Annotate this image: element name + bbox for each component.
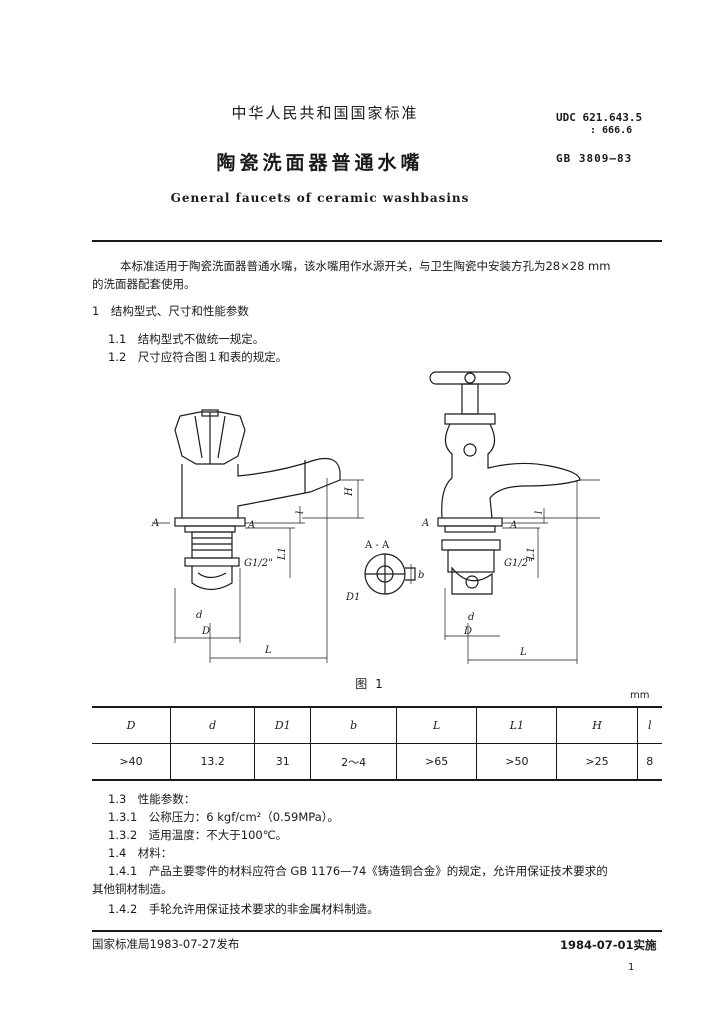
section-marker-a-right: A <box>421 518 429 529</box>
left-handle-outline <box>174 411 246 465</box>
dim-label-big-d-right: D <box>463 626 472 637</box>
table-cell: >50 <box>476 743 558 781</box>
table-header-cell: L1 <box>476 706 558 744</box>
dim-label-length-right: L <box>519 647 527 658</box>
footer-divider <box>92 930 662 932</box>
section-marker-a-left: A <box>151 518 159 529</box>
table-cell: 13.2 <box>169 743 256 781</box>
dim-label-l1-left: L1 <box>277 547 288 561</box>
table-cell: >40 <box>92 743 171 781</box>
clause-1-4-1: 1.4.1 产品主要零件的材料应符合 GB 1176—74《铸造铜合金》的规定，… <box>108 864 608 878</box>
table-header-cell: b <box>310 706 398 744</box>
table-row: >40 13.2 31 2～4 >65 >50 >25 8 <box>92 743 662 781</box>
dim-label-length-left: L <box>264 645 272 656</box>
clause-1-4-1-continued: 其他铜材制造。 <box>92 882 173 896</box>
table-cell: 31 <box>254 743 312 781</box>
clause-1-3-2: 1.3.2 适用温度：不大于100℃。 <box>108 828 288 842</box>
right-handle-outline <box>429 371 511 385</box>
table-header-cell: D <box>92 706 171 744</box>
dim-label-d-left: d <box>196 610 202 621</box>
clause-1-3: 1.3 性能参数： <box>108 792 196 806</box>
clause-1-2: 1.2 尺寸应符合图１和表的规定。 <box>108 350 288 364</box>
dim-label-b: b <box>418 570 424 581</box>
english-title: General faucets of ceramic washbasins <box>170 191 470 205</box>
document-title: 陶瓷洗面器普通水嘴 <box>216 152 424 174</box>
intro-paragraph-line2: 的洗面器配套使用。 <box>92 277 196 291</box>
clause-1-3-1: 1.3.1 公称压力：6 kgf/cm²（0.59MPa）。 <box>108 810 339 824</box>
table-cell: >65 <box>396 743 478 781</box>
table-header-cell: D1 <box>254 706 312 744</box>
udc-code: UDC 621.643.5 <box>556 111 643 124</box>
table-header-cell: L <box>396 706 478 744</box>
table-cell: 2～4 <box>310 743 398 781</box>
dim-label-h-left: H <box>344 487 355 497</box>
gb-standard-number: GB 3809—83 <box>556 152 633 165</box>
clause-1-1: 1.1 结构型式不做统一规定。 <box>108 332 265 346</box>
national-standard-title: 中华人民共和国国家标准 <box>231 104 419 122</box>
dim-label-big-d-left: D <box>201 626 210 637</box>
dim-label-l-left: l <box>295 511 306 514</box>
table-header-cell: l <box>636 706 662 744</box>
clause-1-4-2: 1.4.2 手轮允许用保证技术要求的非金属材料制造。 <box>108 902 379 916</box>
header-divider <box>92 240 662 242</box>
dimensions-table: D d D1 b L L1 H l >40 13.2 31 2～4 >65 >5… <box>92 706 662 781</box>
effective-date: 1984-07-01实施 <box>560 938 657 952</box>
intro-paragraph-line1: 本标准适用于陶瓷洗面器普通水嘴，该水嘴用作水源开关，与卫生陶瓷中安装方孔为28×… <box>120 259 611 273</box>
table-header-cell: d <box>169 706 256 744</box>
figure-caption: 图 1 <box>355 677 385 691</box>
thread-label-right: G1/2" <box>504 558 533 569</box>
dim-label-l-right: l <box>534 511 545 514</box>
table-cell: 8 <box>636 743 662 781</box>
issue-date: 国家标准局1983-07-27发布 <box>92 937 240 951</box>
section-1-heading: 1 结构型式、尺寸和性能参数 <box>92 304 249 318</box>
dim-label-d1: D1 <box>345 592 360 603</box>
section-marker-a-left-2: A <box>247 520 255 531</box>
table-unit: mm <box>630 690 650 701</box>
section-marker-a-right-2: A <box>509 520 517 531</box>
table-cell: >25 <box>556 743 638 781</box>
udc-code-continued: : 666.6 <box>590 125 633 136</box>
table-header-row: D d D1 b L L1 H l <box>92 706 662 744</box>
section-a-a-title: A - A <box>364 540 390 551</box>
table-header-cell: H <box>556 706 638 744</box>
page-number: 1 <box>628 962 635 973</box>
dim-label-l1-right: L1 <box>526 547 537 561</box>
dim-label-d-right: d <box>468 612 474 623</box>
clause-1-4: 1.4 材料： <box>108 846 173 860</box>
faucet-drawing-figure: H l L1 G1/2" d D L A A A - A D1 b A A H … <box>151 371 600 664</box>
thread-label-left: G1/2" <box>244 558 273 569</box>
